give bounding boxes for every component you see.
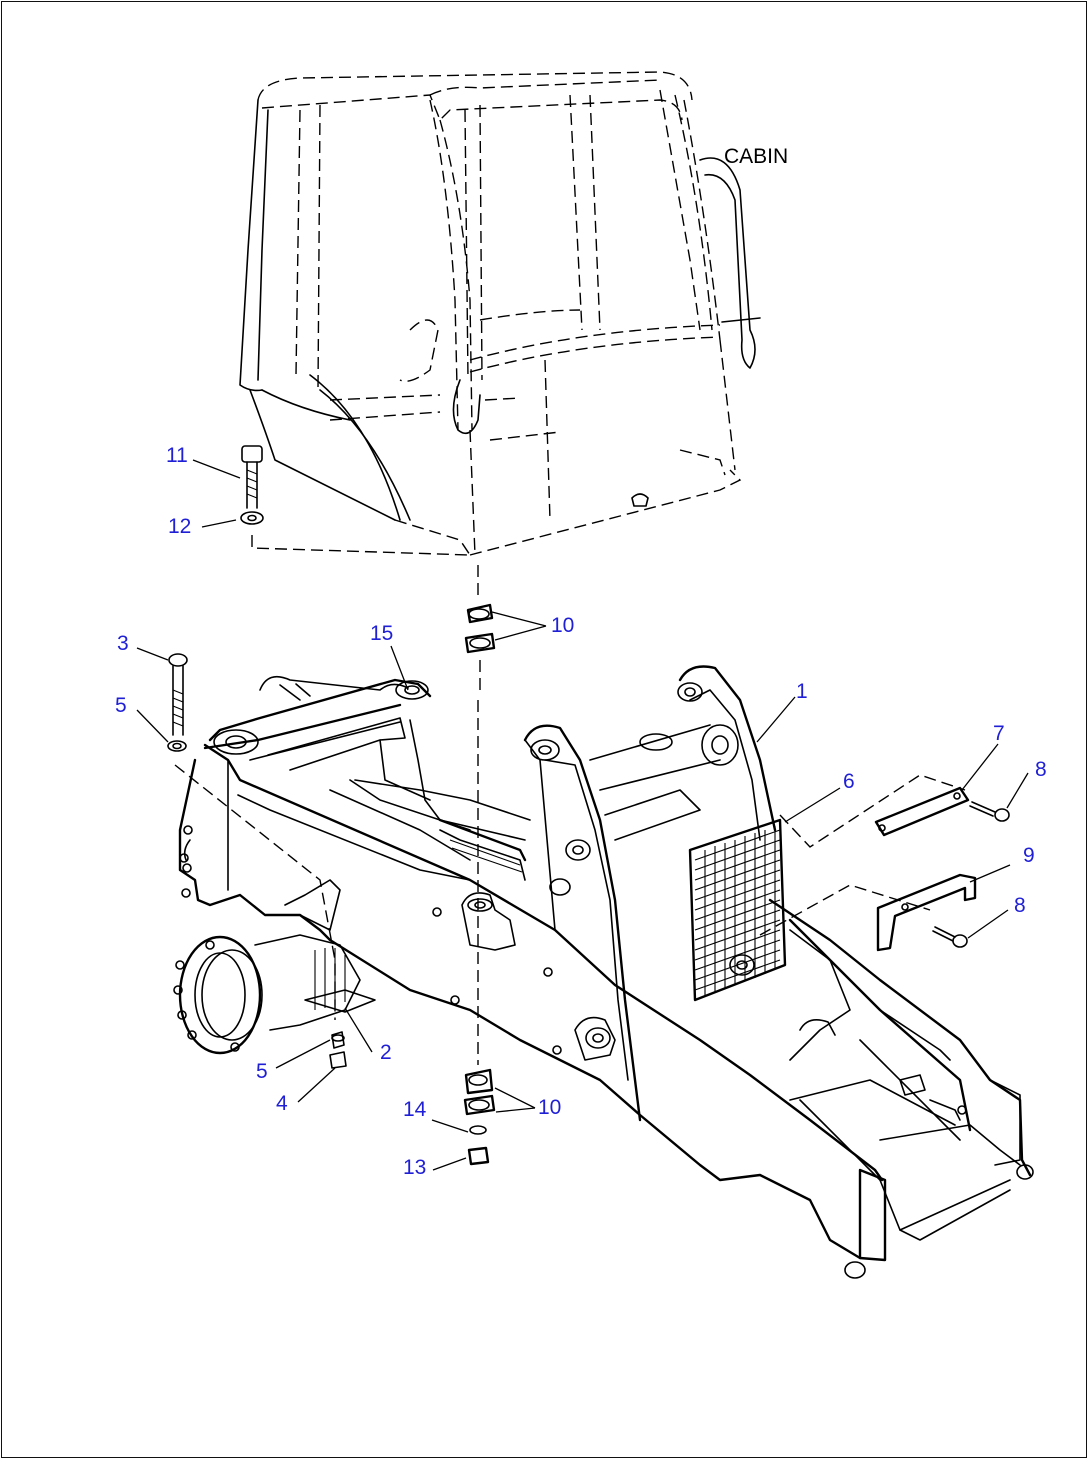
cabin-drawing	[239, 71, 761, 556]
callout-10-upper: 10	[551, 614, 574, 637]
bracket-9	[876, 873, 977, 952]
callout-5-lower: 5	[256, 1060, 268, 1083]
callout-10-lower: 10	[538, 1096, 561, 1119]
callout-8-lower: 8	[1014, 894, 1026, 917]
callout-7: 7	[993, 722, 1005, 745]
callout-11: 11	[166, 444, 188, 467]
callout-5-upper: 5	[115, 694, 127, 717]
rear-frame-drawing	[178, 665, 1034, 1279]
callout-9: 9	[1023, 844, 1035, 867]
cabin-label: CABIN	[724, 145, 788, 168]
callout-14: 14	[403, 1098, 427, 1121]
lower-mount-stack	[463, 1068, 496, 1166]
callout-13: 13	[403, 1156, 426, 1179]
bracket-7	[874, 786, 1010, 837]
cabin-mount-bolt	[240, 445, 471, 556]
callout-4: 4	[276, 1092, 288, 1115]
callout-6: 6	[843, 770, 855, 793]
axle-bolt	[167, 653, 188, 752]
callout-3: 3	[117, 632, 129, 655]
callout-15: 15	[370, 622, 393, 645]
callout-1: 1	[796, 680, 808, 703]
callout-8-upper: 8	[1035, 758, 1047, 781]
cabin-mount-stack	[464, 565, 496, 690]
callout-2: 2	[380, 1041, 392, 1064]
callout-leaders	[136, 459, 1029, 1171]
axle-hub	[173, 764, 376, 1069]
callout-12: 12	[168, 515, 191, 538]
cooling-grille	[688, 774, 966, 1002]
